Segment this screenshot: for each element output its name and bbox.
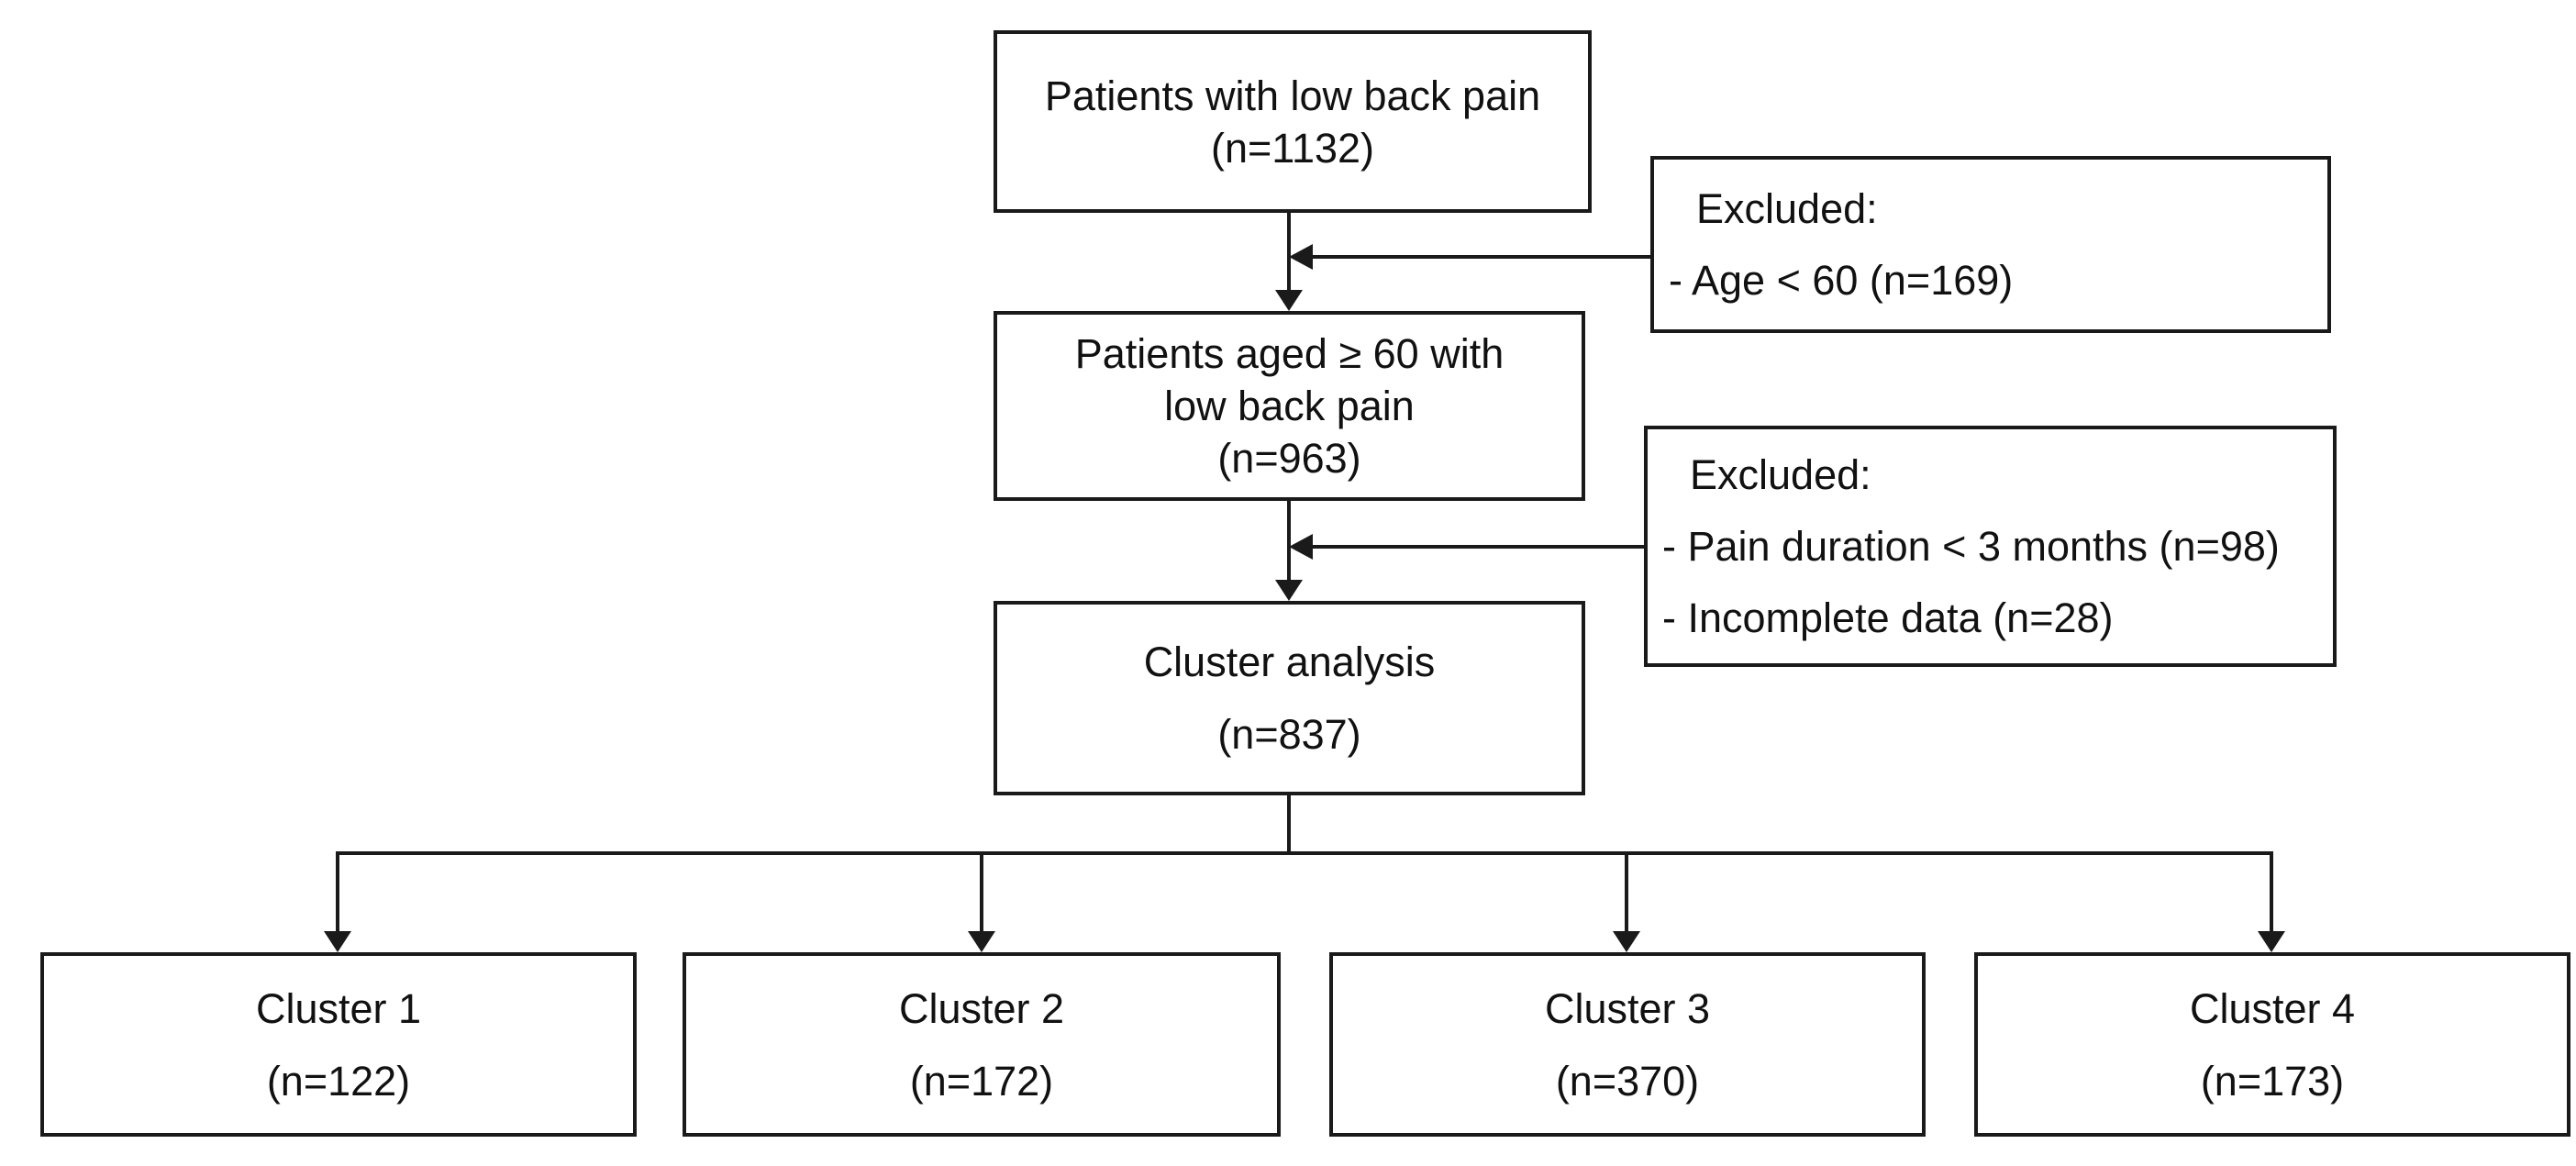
arrow-down-icon [2258, 931, 2285, 952]
arrow-down-icon [324, 931, 351, 952]
box-cluster-analysis: Cluster analysis (n=837) [994, 601, 1585, 795]
excluded-item: - Age < 60 (n=169) [1669, 256, 2014, 304]
box-cluster-1: Cluster 1 (n=122) [40, 952, 637, 1137]
cluster-label: Cluster 4 [2189, 984, 2356, 1032]
box-title-line2: low back pain [1164, 383, 1415, 429]
box-count: (n=1132) [1210, 124, 1375, 172]
connector-excluded2-line [1311, 545, 1644, 549]
distribution-line [336, 851, 2273, 855]
box-patients-low-back-pain: Patients with low back pain (n=1132) [994, 30, 1592, 213]
cluster-count: (n=370) [1555, 1057, 1700, 1105]
connector-excluded1-line [1311, 255, 1650, 259]
cluster-count: (n=172) [909, 1057, 1054, 1105]
box-title: Patients with low back pain [1044, 72, 1541, 119]
cluster-label: Cluster 1 [255, 984, 422, 1032]
excluded-header: Excluded: [1690, 450, 1871, 498]
box-cluster-2: Cluster 2 (n=172) [683, 952, 1281, 1137]
box-patients-aged-60: Patients aged ≥ 60 with low back pain (n… [994, 311, 1585, 501]
arrow-down-icon [968, 931, 995, 952]
connector-cluster2-line [980, 855, 983, 932]
box-title: Cluster analysis [1143, 639, 1436, 685]
connector-cluster4-line [2270, 855, 2273, 932]
box-title: Patients aged ≥ 60 with [1074, 330, 1505, 377]
box-count: (n=837) [1217, 711, 1361, 758]
connector-cluster3-line [1625, 855, 1628, 932]
cluster-count: (n=173) [2200, 1057, 2345, 1105]
arrow-down-icon [1613, 931, 1640, 952]
cluster-label: Cluster 2 [898, 984, 1065, 1032]
arrow-left-icon [1289, 244, 1313, 270]
cluster-label: Cluster 3 [1544, 984, 1711, 1032]
arrow-left-icon [1289, 534, 1313, 560]
excluded-header: Excluded: [1696, 184, 1878, 232]
arrow-down-icon [1275, 580, 1303, 601]
box-cluster-3: Cluster 3 (n=370) [1329, 952, 1926, 1137]
box-count: (n=963) [1217, 435, 1361, 482]
box-cluster-4: Cluster 4 (n=173) [1974, 952, 2570, 1137]
excluded-item: - Incomplete data (n=28) [1662, 594, 2114, 641]
connector-cluster1-line [336, 855, 339, 932]
excluded-item: - Pain duration < 3 months (n=98) [1662, 522, 2280, 570]
box-excluded-duration-data: Excluded: - Pain duration < 3 months (n=… [1644, 426, 2337, 667]
arrow-down-icon [1275, 290, 1303, 311]
box-excluded-age: Excluded: - Age < 60 (n=169) [1650, 156, 2331, 333]
cluster-count: (n=122) [266, 1057, 411, 1105]
connector-analysis-stem-line [1287, 795, 1291, 855]
